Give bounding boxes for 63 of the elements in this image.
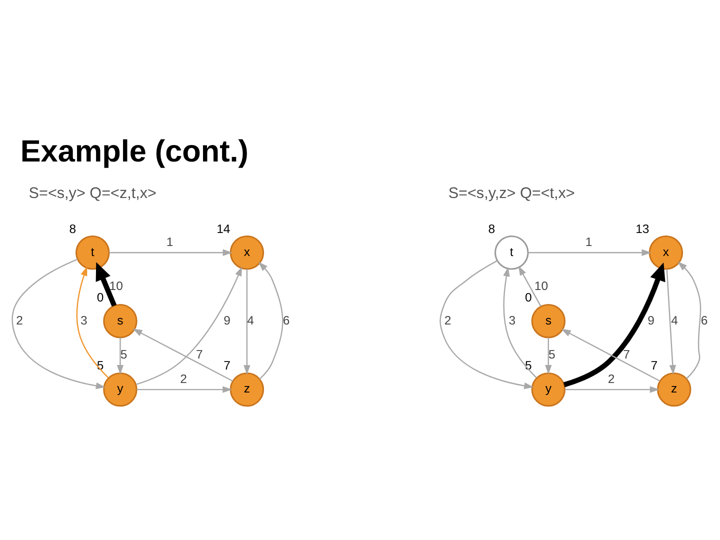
node-label: 8	[488, 222, 496, 236]
edge-label: 2	[608, 372, 615, 386]
edge-label: 2	[180, 372, 187, 386]
edge-label: 7	[196, 347, 203, 362]
arrow	[76, 266, 109, 378]
node-circle: y	[531, 372, 566, 407]
arrow	[563, 262, 666, 388]
node-label: 5	[96, 358, 104, 373]
label: S=<s,y,z> Q=<t,x>	[448, 184, 575, 202]
node-label: 5	[525, 358, 532, 373]
edge-label: 1	[585, 235, 592, 250]
arrow	[116, 338, 124, 375]
node-label: 7	[224, 358, 230, 373]
edge-label: 4	[247, 313, 254, 328]
node-label: 0	[96, 290, 104, 304]
edge-label: 10	[534, 279, 548, 294]
edge-label: 7	[623, 347, 630, 362]
node-circle: s	[103, 304, 138, 338]
arrow	[136, 266, 242, 386]
edge-label: 6	[700, 313, 708, 328]
arrow	[132, 328, 234, 382]
edge-label: 2	[444, 313, 452, 328]
node-circle: z	[656, 372, 692, 407]
node-label: 0	[525, 290, 532, 304]
arrow	[440, 260, 534, 390]
edge-label: 9	[224, 313, 230, 328]
edge-label: 2	[16, 313, 23, 328]
node-circle: s	[531, 304, 566, 338]
edge-label: 3	[80, 313, 88, 328]
arrow	[503, 266, 537, 378]
node-label: 7	[650, 358, 658, 373]
arrow	[244, 269, 250, 375]
arrow	[518, 266, 542, 307]
edge-label: 5	[120, 347, 128, 362]
arrow	[258, 262, 284, 380]
arrow	[678, 262, 702, 380]
edge-label: 5	[548, 347, 556, 362]
edge-label: 10	[109, 279, 123, 294]
edge-label: 9	[648, 313, 655, 328]
arrow	[666, 269, 676, 375]
node-label: 14	[216, 222, 230, 236]
arrow	[96, 262, 117, 307]
edge-label: 1	[166, 235, 174, 250]
node-circle: x	[230, 236, 264, 270]
node-label: 8	[69, 222, 76, 236]
arrow	[561, 328, 660, 382]
node-circle: t	[494, 236, 529, 270]
node-circle: x	[648, 236, 684, 270]
node-circle: t	[76, 236, 110, 270]
diagram-title: Example (cont.)	[20, 134, 249, 169]
arrow	[12, 258, 106, 390]
label: S=<s,y> Q=<z,t,x>	[28, 184, 156, 202]
edge-label: 4	[671, 313, 678, 328]
arrow	[545, 338, 552, 375]
node-label: 13	[636, 222, 650, 236]
arrow	[564, 386, 660, 393]
arrow	[109, 249, 232, 256]
node-circle: z	[230, 372, 264, 407]
edge-label: 6	[282, 313, 290, 328]
edge-label: 3	[508, 313, 516, 328]
node-circle: y	[103, 372, 138, 407]
arrow	[136, 386, 232, 393]
arrow	[528, 249, 652, 256]
